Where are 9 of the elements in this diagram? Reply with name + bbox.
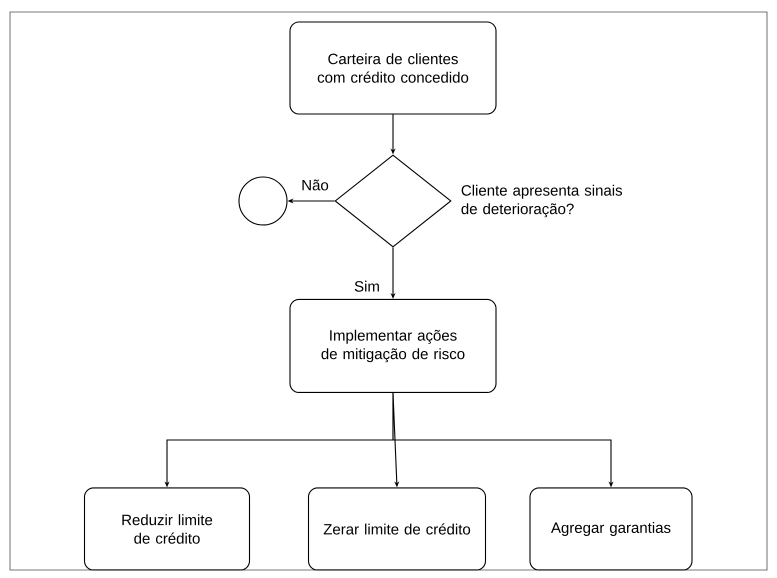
edge-label: Sim <box>353 280 381 293</box>
question-text: Cliente apresenta sinais de deterioração? <box>462 184 622 218</box>
terminal-circle <box>238 176 288 226</box>
process-box: Agregar garantias <box>529 487 693 571</box>
process-box: Reduzir limite de crédito <box>84 487 250 571</box>
process-box: Implementar ações de mitigação de risco <box>289 298 497 394</box>
edge-label: Não <box>300 178 330 192</box>
process-box: Zerar limite de crédito <box>308 487 486 571</box>
process-box: Carteira de clientes com crédito concedido <box>289 21 497 115</box>
